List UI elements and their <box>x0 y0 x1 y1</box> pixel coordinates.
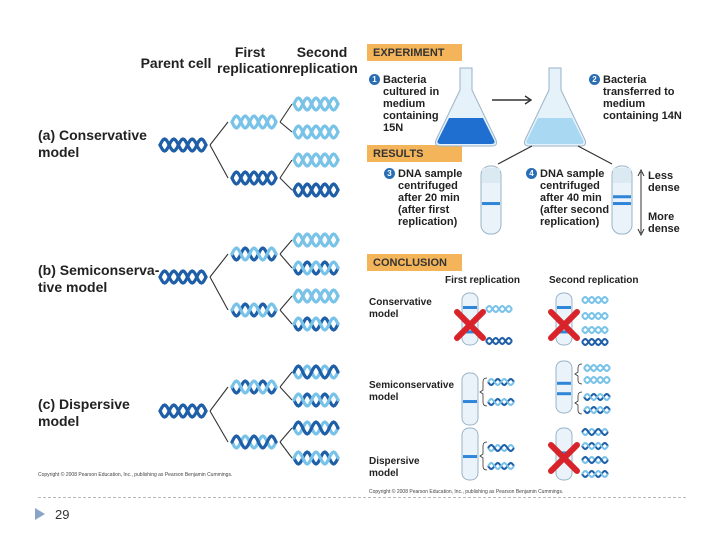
replication-models-diagram <box>158 96 340 466</box>
conclusion-tag: CONCLUSION <box>367 254 462 271</box>
mini-dna-helix <box>581 469 609 479</box>
mini-dna-helix <box>583 375 611 385</box>
rejected-cross-icon <box>548 309 580 341</box>
first-gen-dna-helix <box>230 246 278 262</box>
flask-15N <box>435 67 497 147</box>
mini-dna-helix <box>487 377 515 387</box>
model-label-semiconservative: (b) Semiconserva- tive model <box>38 262 160 295</box>
step3-label: DNA sample centrifuged after 20 min (aft… <box>398 168 463 228</box>
conclusion-tube-disp-1 <box>461 427 479 481</box>
second-gen-dna-helix <box>292 124 340 140</box>
row-label-conservative: Conservative model <box>369 297 432 320</box>
left-copyright: Copyright © 2008 Pearson Education, Inc.… <box>38 472 233 478</box>
tube-first-replication <box>480 165 502 235</box>
results-tag: RESULTS <box>367 145 462 162</box>
mini-dna-helix <box>487 443 515 453</box>
parent-dna-helix <box>158 269 208 285</box>
step1-label: Bacteria cultured in medium containing 1… <box>383 74 440 134</box>
mini-dna-helix <box>487 461 515 471</box>
step-number-1: 1 <box>369 74 380 85</box>
step-number-4: 4 <box>526 168 537 179</box>
mini-dna-helix <box>581 325 609 335</box>
footer-divider <box>38 497 686 498</box>
parent-dna-helix <box>158 137 208 153</box>
less-dense-label: Less dense <box>648 170 680 194</box>
col-first-replication: First replication <box>445 275 521 286</box>
mini-dna-helix <box>581 337 609 347</box>
step-number-3: 3 <box>384 168 395 179</box>
second-gen-dna-helix <box>292 364 340 380</box>
more-dense-label: More dense <box>648 211 680 235</box>
second-gen-dna-helix <box>292 392 340 408</box>
second-gen-dna-helix <box>292 316 340 332</box>
mini-dna-helix <box>581 427 609 437</box>
step2-label: Bacteria transferred to medium containin… <box>603 74 682 122</box>
mini-dna-helix <box>581 295 609 305</box>
model-label-dispersive: (c) Dispersive model <box>38 396 130 429</box>
second-gen-dna-helix <box>292 152 340 168</box>
rejected-cross-icon <box>454 309 486 341</box>
first-gen-dna-helix <box>230 434 278 450</box>
page-arrow-icon <box>35 508 45 520</box>
mini-dna-helix <box>581 455 609 465</box>
second-gen-dna-helix <box>292 260 340 276</box>
conclusion-tube-semi-1 <box>461 372 479 426</box>
header-parent-cell: Parent cell <box>140 55 212 71</box>
page-number: 29 <box>55 507 70 522</box>
first-gen-dna-helix <box>230 170 278 186</box>
second-gen-dna-helix <box>292 232 340 248</box>
parent-dna-helix <box>158 403 208 419</box>
second-gen-dna-helix <box>292 96 340 112</box>
mini-dna-helix <box>583 363 611 373</box>
header-first-replication: First replication <box>217 44 288 76</box>
mini-dna-helix <box>581 311 609 321</box>
second-gen-dna-helix <box>292 450 340 466</box>
first-gen-dna-helix <box>230 379 278 395</box>
flask-14N <box>524 67 586 147</box>
second-gen-dna-helix <box>292 420 340 436</box>
second-gen-dna-helix <box>292 288 340 304</box>
step4-label: DNA sample centrifuged after 40 min (aft… <box>540 168 610 228</box>
mini-dna-helix <box>485 304 513 314</box>
second-gen-dna-helix <box>292 182 340 198</box>
first-gen-dna-helix <box>230 114 278 130</box>
model-label-conservative: (a) Conservative model <box>38 127 147 160</box>
right-copyright: Copyright © 2008 Pearson Education, Inc.… <box>369 489 564 495</box>
row-label-dispersive: Dispersive model <box>369 456 420 479</box>
mini-dna-helix <box>583 405 611 415</box>
mini-dna-helix <box>487 397 515 407</box>
experiment-tag: EXPERIMENT <box>367 44 462 61</box>
rejected-cross-icon <box>548 442 580 474</box>
mini-dna-helix <box>581 441 609 451</box>
row-label-semiconservative: Semiconservative model <box>369 380 455 403</box>
header-second-replication: Second replication <box>287 44 358 76</box>
mini-dna-helix <box>485 336 513 346</box>
experiment-diagram <box>435 67 645 481</box>
col-second-replication: Second replication <box>549 275 639 286</box>
tube-second-replication <box>611 165 633 235</box>
conclusion-tube-semi-2 <box>555 360 573 414</box>
mini-dna-helix <box>583 392 611 402</box>
first-gen-dna-helix <box>230 302 278 318</box>
step-number-2: 2 <box>589 74 600 85</box>
